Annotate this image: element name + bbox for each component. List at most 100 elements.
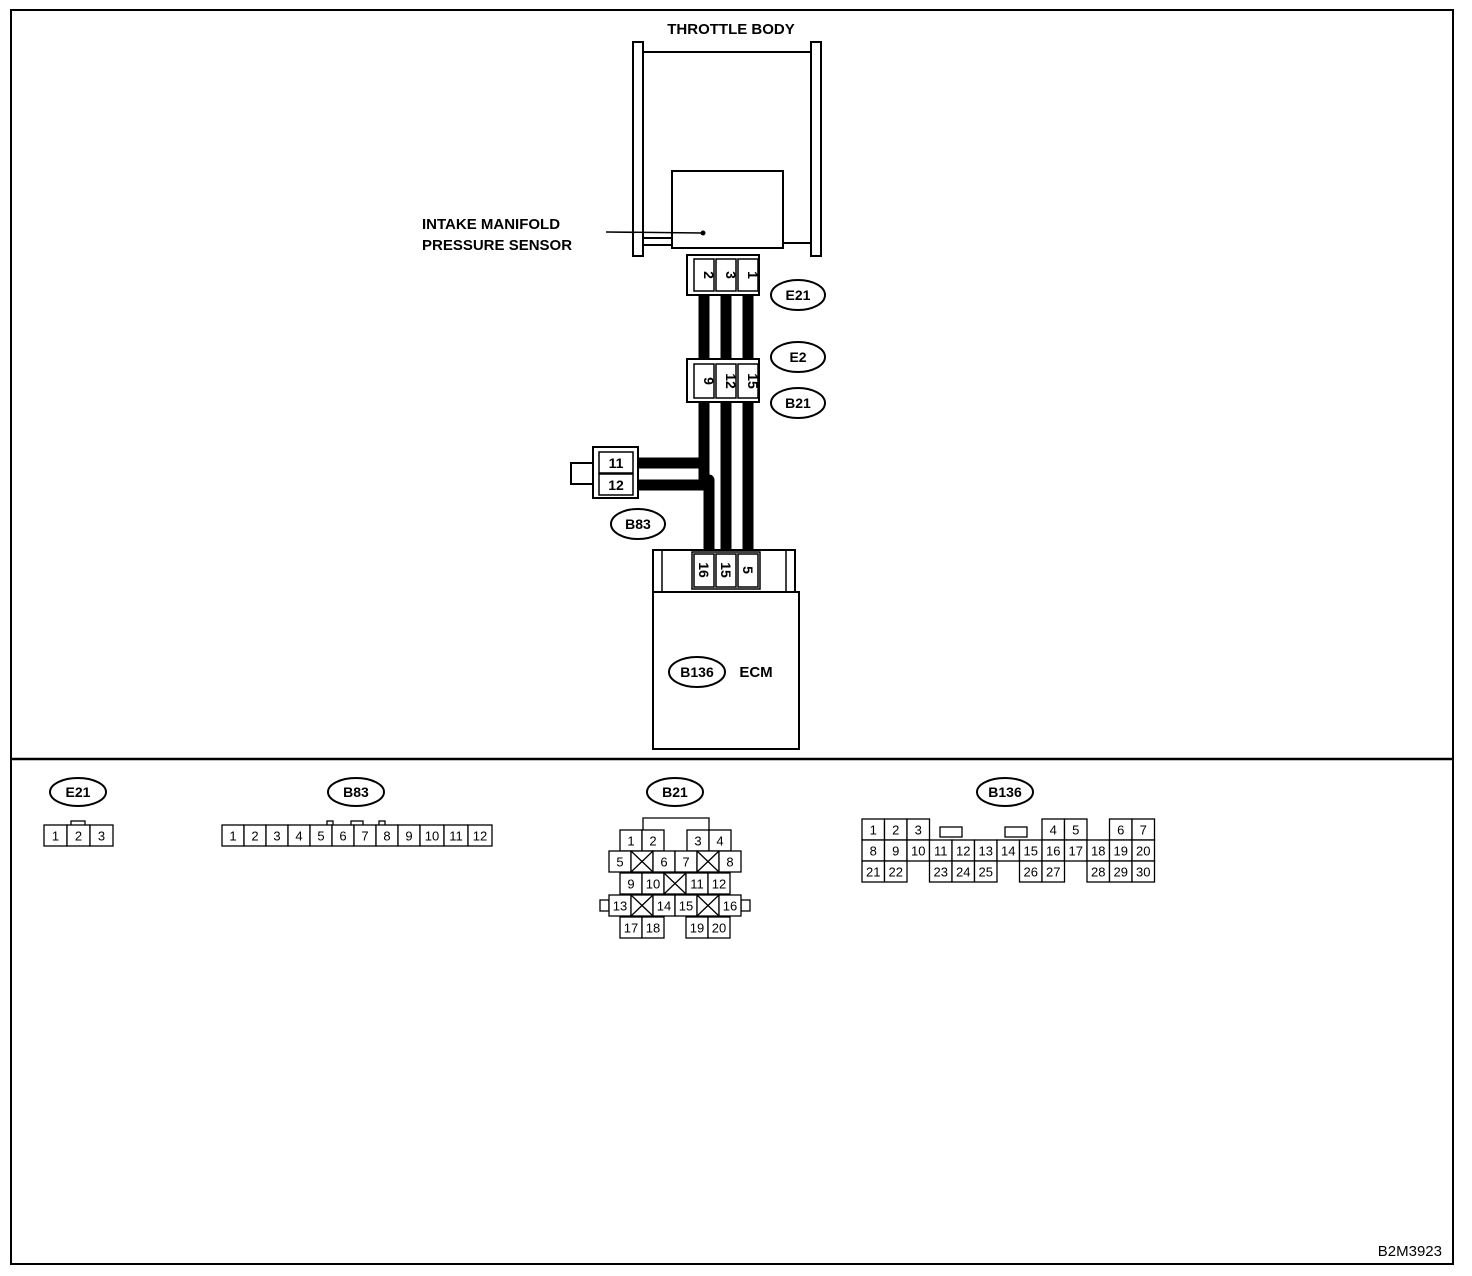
b21-face-blank-cross (696, 894, 720, 917)
b21-face-pin-label: 5 (616, 855, 623, 870)
figure-code: B2M3923 (1378, 1243, 1442, 1260)
b21-face-pin-label: 14 (657, 899, 671, 914)
b136-face-pin-label: 13 (979, 844, 993, 859)
b83-face-pin-label: 11 (449, 829, 463, 844)
b136-face-pin-label: 14 (1001, 844, 1015, 859)
b83-tag-text: B83 (625, 516, 651, 532)
b83-face-tag-text: B83 (343, 784, 369, 800)
b136-face-pin-label: 30 (1136, 865, 1150, 880)
b21-face-blank-cross (663, 872, 687, 895)
e21-pin-3-cell (715, 258, 737, 292)
e21-tag (770, 279, 826, 311)
b21-face-pin-cell (707, 872, 731, 895)
b83-latch (570, 462, 596, 485)
b136-face-pin-label: 8 (870, 844, 877, 859)
wire-e21-2-to-b136-16 (698, 294, 715, 556)
b136-face-pin-label: 24 (956, 865, 970, 880)
e21-pin-label: 3 (723, 271, 739, 279)
ecm-pin-label: 16 (696, 562, 712, 578)
b136-face-pin-label: 4 (1050, 823, 1057, 838)
b21-pin-label: 15 (745, 373, 761, 389)
b21-face-pin-label: 17 (624, 921, 638, 936)
e21-face-pin-label: 2 (75, 829, 82, 844)
b136-face-pin-label: 10 (911, 844, 925, 859)
b21-tag (770, 387, 826, 419)
b21-face-pin-cell (718, 850, 742, 873)
sensor-label-line1: INTAKE MANIFOLD (422, 216, 560, 233)
b83-tag (610, 508, 666, 540)
b83-pin-12-cell (598, 473, 634, 496)
b21-face-side-latch (599, 899, 610, 912)
b136-face-pin-label: 3 (915, 823, 922, 838)
e21-pin-label: 2 (701, 271, 717, 279)
b21-face-pin-cell (707, 916, 731, 939)
e21-tag-text: E21 (786, 287, 811, 303)
b136-face-pin-label: 6 (1117, 823, 1124, 838)
b21-tag-text: B21 (785, 395, 811, 411)
b136-face-pin-label: 22 (889, 865, 903, 880)
b136-face-pin-label: 18 (1091, 844, 1105, 859)
b136-face-pin-cell (973, 860, 998, 883)
outer-frame (10, 9, 1454, 1265)
b83-face-pin-label: 10 (425, 829, 439, 844)
b21-face-side-latch (740, 899, 751, 912)
sensor-leader-dot (700, 230, 706, 236)
b83-pin-11-cell (598, 451, 634, 474)
b21-face-latch (642, 817, 710, 830)
b136-face-pin-label: 23 (934, 865, 948, 880)
b83-face-pin-label: 4 (295, 829, 302, 844)
b21-face-pin-label: 7 (682, 855, 689, 870)
b21-face-tag (646, 777, 704, 807)
b136-face-pin-label: 26 (1024, 865, 1038, 880)
b83-face-pin-label: 9 (405, 829, 412, 844)
b83-face-pin-label: 8 (383, 829, 390, 844)
b21-pin-15-cell (737, 363, 759, 399)
b21-pin-12-cell (715, 363, 737, 399)
b21-face-pin-label: 3 (694, 834, 701, 849)
b21-face-pin-label: 13 (613, 899, 627, 914)
b21-face-blank-cross (630, 894, 654, 917)
b21-pin-label: 9 (701, 377, 717, 385)
b136-face-pin-label: 19 (1114, 844, 1128, 859)
b136-face-pin-label: 5 (1072, 823, 1079, 838)
b136-face-tag (976, 777, 1034, 807)
b21-face-pin-label: 8 (726, 855, 733, 870)
b83-face-pin-label: 5 (317, 829, 324, 844)
b136-face-pin-cell (1131, 860, 1156, 883)
b83-face-pin-label: 3 (273, 829, 280, 844)
b21-face-tag-text: B21 (662, 784, 688, 800)
b21-face-pin-label: 6 (660, 855, 667, 870)
e21-pin-2-cell (693, 258, 715, 292)
b136-tag (668, 656, 726, 688)
b136-face-pin-label: 16 (1046, 844, 1060, 859)
b136-face-pin-label: 7 (1140, 823, 1147, 838)
b21-face-pin-label: 2 (649, 834, 656, 849)
b136-face-pin-label: 28 (1091, 865, 1105, 880)
e21-face-tag-text: E21 (66, 784, 91, 800)
e21-face-tag (49, 777, 107, 807)
e21-face-pin-label: 3 (98, 829, 105, 844)
ecm-pin-15-cell (715, 553, 737, 588)
b136-face-pin-cell (883, 860, 908, 883)
b83-face-pin-label: 7 (361, 829, 368, 844)
e21-pin-label: 1 (745, 271, 761, 279)
b83-pin-label: 11 (609, 455, 624, 471)
throttle-body-left-wall (632, 41, 644, 257)
b136-face-pin-label: 1 (870, 823, 877, 838)
b136-face-key (939, 826, 963, 838)
b21-face-pin-label: 1 (627, 834, 634, 849)
intake-manifold-pressure-sensor (671, 170, 784, 249)
b136-face-pin-label: 9 (892, 844, 899, 859)
b136-face-pin-label: 25 (979, 865, 993, 880)
ecm-pin-5-cell (737, 553, 759, 588)
b21-face-pin-label: 11 (690, 877, 704, 892)
ecm-label: ECM (739, 664, 772, 681)
e21-face-pin-label: 1 (52, 829, 59, 844)
b83-face-pin-label: 1 (229, 829, 236, 844)
e2-tag-text: E2 (789, 349, 806, 365)
ecm-pin-16-cell (693, 553, 715, 588)
b21-face-pin-label: 20 (712, 921, 726, 936)
b136-face-tag-text: B136 (988, 784, 1022, 800)
b136-face-pin-label: 20 (1136, 844, 1150, 859)
